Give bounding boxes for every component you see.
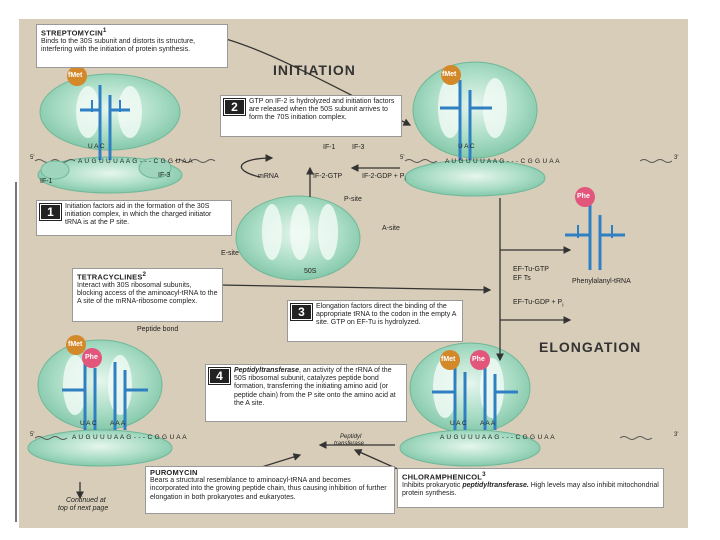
if2-gdp-label: IF-2-GDP + Pi	[362, 173, 406, 183]
chloramphenicol-title: CHLORAMPHENICOL3	[402, 471, 486, 482]
anticodon-bl-a: A A A	[110, 420, 126, 427]
step-3-box: 3 Elongation factors direct the binding …	[287, 300, 463, 342]
fmet-ball-topleft	[67, 66, 87, 86]
e-site-label: E-site	[221, 250, 239, 257]
trnas-bottomleft	[62, 360, 148, 430]
tetracyclines-title: TETRACYCLINES2	[77, 271, 147, 282]
heading-elongation: ELONGATION	[539, 339, 642, 355]
streptomycin-box: STREPTOMYCIN1 Binds to the 30S subunit a…	[36, 24, 228, 68]
step-2-number: 2	[224, 99, 245, 115]
trnas-bottomright	[432, 365, 518, 430]
chloramphenicol-text: Inhibits prokaryotic peptidyltransferase…	[402, 481, 659, 497]
heading-initiation: INITIATION	[273, 62, 356, 78]
prime5-topleft: 5'	[30, 155, 35, 161]
step-3-text: Elongation factors direct the binding of…	[316, 303, 457, 327]
step-2-box: 2 GTP on IF-2 is hydrolyzed and initiati…	[220, 95, 402, 137]
mrna-topright	[404, 159, 673, 163]
puromycin-title: PUROMYCIN	[150, 468, 198, 477]
mrna-label: mRNA	[258, 173, 279, 180]
ef-tu-gdp-label: EF-Tu-GDP + Pi	[513, 299, 564, 309]
50s-label: 50S	[304, 268, 317, 275]
anticodon-topright: U A C	[458, 143, 475, 150]
prime5-topright: 5'	[400, 155, 405, 161]
if1-factor	[40, 160, 70, 180]
continued-label-line1: Continued at	[66, 497, 106, 504]
initiator-trna-topright	[440, 80, 492, 160]
peptide-bond-label: Peptide bond	[137, 326, 179, 333]
arrow-mrna-in	[240, 154, 274, 178]
step-2-text: GTP on IF-2 is hydrolyzed and initiation…	[249, 98, 395, 122]
mrna-seq-bottomright: A U G U U U A A G - - - C G G U A A	[440, 434, 555, 441]
step-1-text: Initiation factors aid in the formation …	[65, 203, 212, 227]
anticodon-bl-p: U A C	[80, 420, 97, 427]
ribosome-70s-topright	[404, 61, 546, 197]
fmet-label-topleft: fMet	[68, 72, 83, 79]
phe-label-right: Phe	[577, 193, 590, 200]
ef-ts-label: EF Ts	[513, 275, 531, 282]
peptidyl-label-line1: Peptidyl	[340, 434, 362, 440]
step-1-number: 1	[40, 204, 61, 220]
step-4-text: Peptidyltransferase, an activity of the …	[234, 367, 396, 407]
phe-ball-right	[575, 187, 595, 207]
mrna-topleft	[34, 159, 216, 163]
mrna-seq-bottomleft: A U G U U U A A G - - - C G G U A A	[72, 434, 187, 441]
phenylalanyl-trna	[565, 205, 625, 270]
step-1-box: 1 Initiation factors aid in the formatio…	[36, 200, 232, 236]
step-4-box: 4 Peptidyltransferase, an activity of th…	[205, 364, 407, 422]
peptidyl-label-line2: transferase	[334, 441, 365, 447]
prime3-topright: 3'	[674, 155, 679, 161]
fmet-ball-bottomleft	[66, 335, 86, 355]
if3-factor	[138, 157, 172, 179]
phe-label-bottomright: Phe	[472, 356, 485, 363]
ribosome-bottomright	[399, 342, 541, 467]
fmet-ball-topright	[441, 65, 461, 85]
step-4-number: 4	[209, 368, 230, 384]
mrna-seq-topleft: A U G U U U A A G - - - C G G U A A	[78, 158, 193, 165]
left-margin-rule	[15, 182, 17, 522]
fmet-ball-bottomright	[440, 350, 460, 370]
if3-label: IF-3	[158, 172, 171, 179]
ef-tu-gtp-label: EF-Tu-GTP	[513, 266, 549, 273]
fmet-label-topright: fMet	[442, 71, 457, 78]
a-site-label: A-site	[382, 225, 400, 232]
if1-label: IF-1	[40, 178, 53, 185]
tetracyclines-text: Interact with 30S ribosomal subunits, bl…	[77, 281, 218, 306]
continued-label-line2: top of next page	[58, 505, 109, 512]
streptomycin-title: STREPTOMYCIN1	[41, 27, 107, 38]
streptomycin-text: Binds to the 30S subunit and distorts it…	[41, 37, 196, 53]
fmet-label-bottomleft: fMet	[68, 341, 83, 348]
prime3-bottomright: 3'	[674, 432, 679, 438]
tetracyclines-box: TETRACYCLINES2 Interact with 30S ribosom…	[72, 268, 223, 322]
phe-ball-bottomright	[470, 350, 490, 370]
phe-label-bottomleft: Phe	[85, 354, 98, 361]
if2-gtp-label: IF-2-GTP	[313, 173, 343, 180]
initiator-trna-topleft	[80, 85, 130, 160]
arrow-tetracycline-inhibit	[219, 284, 492, 294]
phenylalanyl-trna-label: Phenylalanyl-tRNA	[572, 278, 631, 285]
mrna-seq-topright: A U G U U U A A G - - - C G G U A A	[445, 158, 560, 165]
anticodon-br-a: A A A	[480, 420, 496, 427]
chloramphenicol-box: CHLORAMPHENICOL3 Inhibits prokaryotic pe…	[397, 468, 664, 508]
if3-top-label: IF-3	[352, 144, 365, 151]
mrna-bottomright	[619, 436, 653, 440]
fmet-label-bottomright: fMet	[441, 356, 456, 363]
ribosome-50s-middle	[235, 195, 361, 281]
anticodon-br-p: U A C	[450, 420, 467, 427]
prime5-bottomleft: 5'	[30, 432, 35, 438]
puromycin-text: Bears a structural resemblance to aminoa…	[150, 477, 387, 501]
anticodon-topleft: U A C	[88, 143, 105, 150]
if1-top-label: IF-1	[323, 144, 336, 151]
mrna-bottomleft	[34, 436, 68, 440]
process-arrows	[76, 34, 572, 500]
step-3-number: 3	[291, 304, 312, 320]
p-site-label: P-site	[344, 196, 362, 203]
puromycin-box: PUROMYCIN Bears a structural resemblance…	[145, 466, 395, 514]
phe-ball-bottomleft	[82, 348, 102, 368]
